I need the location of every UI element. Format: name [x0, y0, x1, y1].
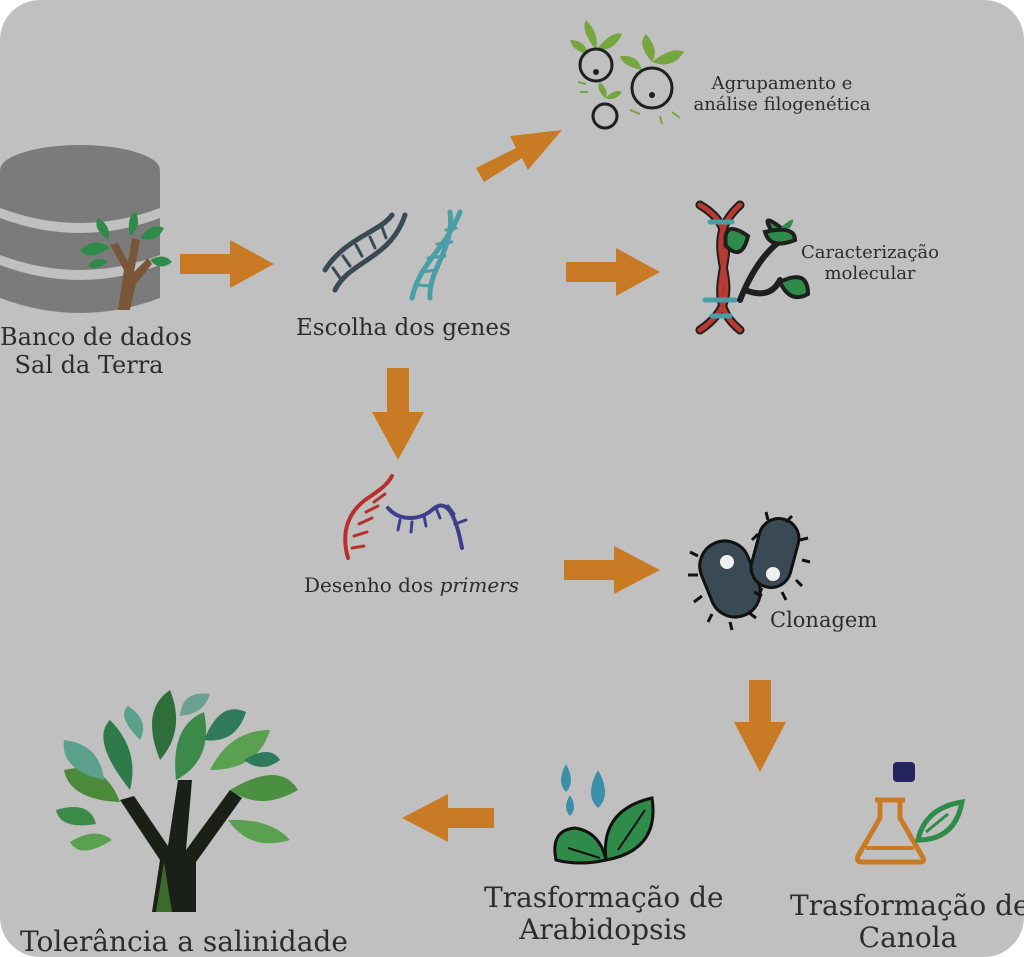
arrow-arabidopsis-to-tolerance [402, 794, 494, 842]
arrow-genes-to-charac [566, 248, 660, 296]
dna-helices-icon [322, 209, 463, 301]
database-label-line1: Banco de dados [0, 323, 192, 351]
database-with-plant-icon [0, 145, 172, 313]
arabidopsis-label: Trasformação de Arabidopsis [484, 881, 724, 947]
dna-plant-icon [695, 200, 811, 335]
primer-strands-icon [343, 474, 468, 560]
canola-label: Trasformação de Canola [790, 889, 1024, 955]
database-label: Banco de dados Sal da Terra [0, 323, 192, 379]
primers-label-plain: Desenho dos [304, 573, 440, 597]
cloning-label: Clonagem [770, 608, 878, 632]
arrow-genes-to-primers [372, 368, 424, 460]
tolerance-label: Tolerância a salinidade [20, 925, 348, 957]
arrow-database-to-genes [180, 240, 274, 288]
charac-label-line2: molecular [824, 262, 916, 284]
primers-label-italic: primers [439, 573, 519, 597]
database-label-line2: Sal da Terra [14, 350, 164, 379]
canola-label-line2: Canola [858, 921, 958, 955]
tree-icon [56, 690, 298, 912]
plant-groups-icon [570, 20, 684, 130]
genes-label: Escolha dos genes [296, 315, 511, 341]
phylo-label: Agrupamento e análise filogenética [690, 73, 874, 115]
flask-leaf-icon [855, 762, 966, 865]
phylo-label-line1: Agrupamento e [711, 73, 853, 94]
arrows [180, 130, 786, 842]
arabidopsis-label-line1: Trasformação de [484, 881, 724, 914]
canola-label-line1: Trasformação de [790, 889, 1024, 922]
arrow-cloning-to-canola [734, 680, 786, 772]
bacteria-icon [688, 511, 811, 631]
water-drops-leaves-icon [553, 764, 655, 865]
arrow-genes-to-phylo [476, 130, 562, 182]
phylo-label-line2: análise filogenética [693, 93, 871, 115]
charac-label-line1: Caracterização [800, 242, 940, 263]
arrow-primers-to-cloning [564, 546, 660, 594]
arabidopsis-label-line2: Arabidopsis [519, 913, 687, 947]
primers-label: Desenho dos primers [304, 574, 519, 597]
charac-label: Caracterização molecular [798, 242, 942, 284]
